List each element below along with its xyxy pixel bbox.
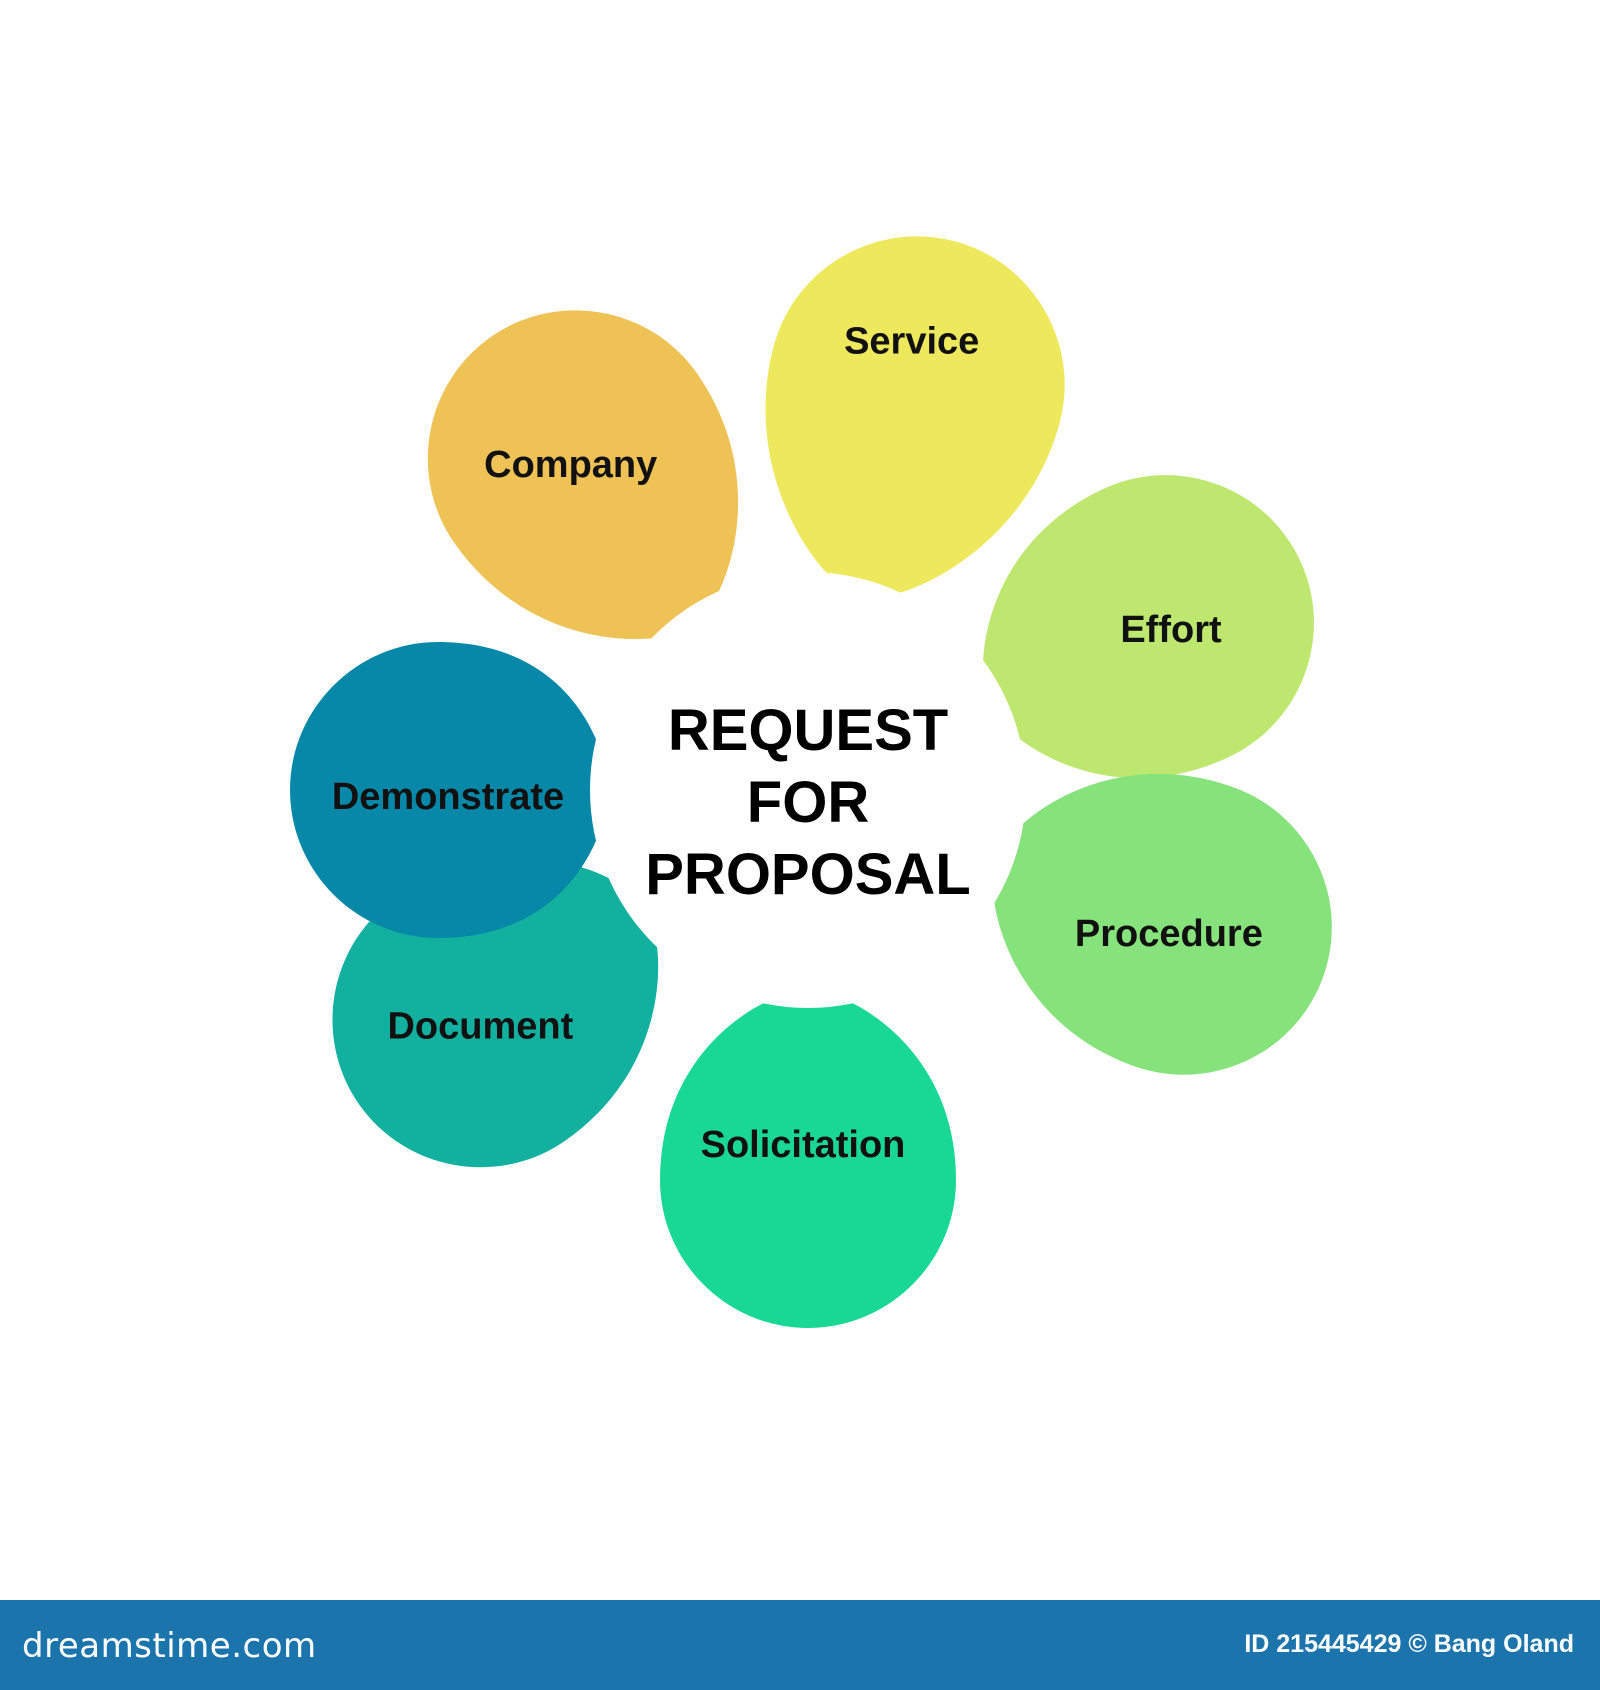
- petal-procedure: [992, 773, 1332, 1075]
- center-title-line-1: REQUEST: [668, 698, 948, 763]
- petal-label-document: Document: [387, 1005, 573, 1047]
- watermark-footer-bar: dreamstime.com ID 215445429 © Bang Oland: [0, 1600, 1600, 1690]
- petal-service: [765, 236, 1065, 599]
- petal-solicitation: [660, 990, 956, 1328]
- petal-label-procedure: Procedure: [1075, 913, 1263, 955]
- footer-credit-text: ID 215445429 © Bang Oland: [1244, 1630, 1574, 1658]
- footer-brand-text: dreamstime.com: [22, 1626, 317, 1666]
- center-title-line-2: FOR: [747, 770, 869, 835]
- petal-effort: [982, 475, 1314, 779]
- petal-label-service: Service: [844, 320, 979, 362]
- petal-label-demonstrate: Demonstrate: [332, 776, 564, 818]
- petal-label-effort: Effort: [1120, 609, 1222, 651]
- center-circle-group: REQUEST FOR PROPOSAL: [590, 572, 1026, 1008]
- petal-company: [427, 310, 739, 640]
- center-title-line-3: PROPOSAL: [645, 842, 971, 907]
- petal-label-solicitation: Solicitation: [701, 1124, 906, 1166]
- center-circle: [590, 572, 1026, 1008]
- petal-demonstrate: [290, 642, 608, 938]
- petal-label-company: Company: [484, 444, 657, 486]
